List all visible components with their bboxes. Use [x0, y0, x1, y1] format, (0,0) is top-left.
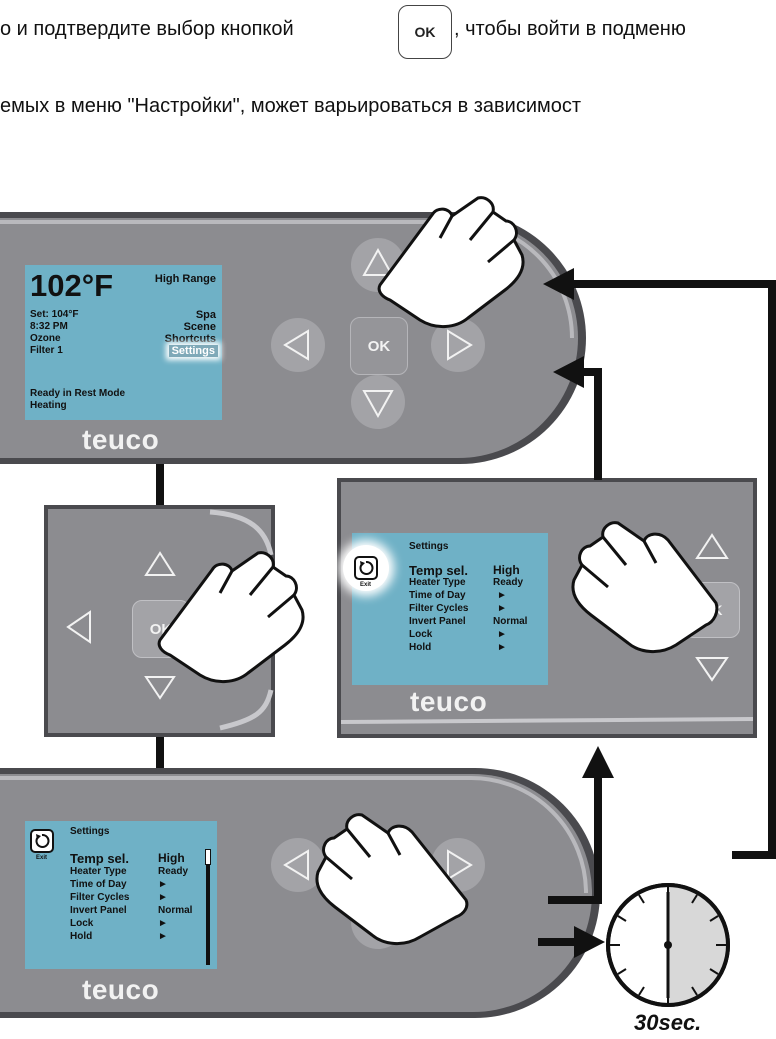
settings-row-label[interactable]: Hold [70, 931, 92, 942]
scrollbar-thumb[interactable] [205, 849, 211, 865]
footer-heating: Heating [30, 400, 67, 411]
exit-icon[interactable] [354, 556, 378, 580]
scrollbar-track[interactable] [206, 849, 210, 965]
settings-row-label[interactable]: Time of Day [70, 879, 127, 890]
settings-row-label[interactable]: Heater Type [70, 866, 127, 877]
undo-arrow-icon [34, 833, 50, 849]
settings-row-value: ► [158, 931, 168, 942]
settings-row-value: ► [497, 603, 507, 614]
timer-label: 30sec. [634, 1010, 701, 1036]
brand-logo-top: teuco [82, 424, 159, 456]
settings-row-value: High [158, 851, 185, 865]
arrow-to-timer-shaft [538, 938, 576, 946]
status-filter: Filter 1 [30, 345, 63, 356]
menu-item-scene[interactable]: Scene [184, 321, 216, 333]
settings-row-value: ► [158, 892, 168, 903]
menu-item-shortcuts[interactable]: Shortcuts [165, 333, 216, 345]
connector-top [156, 462, 164, 510]
top-ok-label: OK [368, 338, 391, 355]
settings-row-value: Normal [493, 616, 527, 627]
status-set-temp: Set: 104°F [30, 309, 78, 320]
settings-row-label[interactable]: Lock [409, 629, 432, 640]
status-time: 8:32 PM [30, 321, 68, 332]
settings-row-label[interactable]: Invert Panel [70, 905, 127, 916]
settings-row-label[interactable]: Heater Type [409, 577, 466, 588]
settings-row-label[interactable]: Time of Day [409, 590, 466, 601]
bottom-settings-screen: Exit Settings Temp sel. High Heater Type… [25, 821, 217, 969]
settings-row-value: Ready [158, 866, 188, 877]
settings-row-value: ► [497, 642, 507, 653]
settings-row-value: ► [497, 629, 507, 640]
settings-row-label[interactable]: Temp sel. [70, 851, 129, 866]
settings-row-label[interactable]: Lock [70, 918, 93, 929]
mid-right-ok-label: OK [702, 602, 723, 618]
arrow-loop-from-timer [732, 851, 776, 859]
exit-icon-bottom[interactable] [30, 829, 54, 853]
temperature-readout: 102°F [30, 268, 113, 304]
undo-arrow-icon [358, 560, 374, 576]
settings-title-mid: Settings [409, 541, 448, 552]
brand-logo-bottom: teuco [82, 974, 159, 1006]
settings-row-label[interactable]: Invert Panel [409, 616, 466, 627]
arrow-head-to-midright [582, 746, 614, 778]
bottom-ok-label: OK [368, 858, 391, 875]
mid-right-ok-button[interactable]: OK [684, 582, 740, 638]
mid-left-ok-button[interactable]: OK [132, 600, 190, 658]
timer-clock-icon [608, 885, 728, 1005]
settings-row-value: ► [158, 918, 168, 929]
mid-left-ok-label: OK [150, 621, 173, 638]
arrow-loop-vertical [768, 280, 776, 855]
exit-label-mid: Exit [360, 582, 371, 588]
menu-item-spa[interactable]: Spa [196, 309, 216, 321]
settings-row-label[interactable]: Filter Cycles [70, 892, 129, 903]
top-ok-button[interactable]: OK [350, 317, 408, 375]
arrow-bottom-horizontal [548, 896, 602, 904]
settings-row-value: ► [158, 879, 168, 890]
bottom-ok-button[interactable]: OK [350, 837, 408, 895]
settings-row-value: High [493, 563, 520, 577]
settings-row-label[interactable]: Filter Cycles [409, 603, 468, 614]
top-screen: 102°F High Range Set: 104°F 8:32 PM Ozon… [25, 265, 222, 420]
arrow-bottom-vertical [594, 775, 602, 904]
arrow-loop-top [570, 280, 776, 288]
arrow-midright-vertical [594, 368, 602, 480]
settings-title-bottom: Settings [70, 826, 109, 837]
exit-label-bottom: Exit [36, 855, 47, 861]
settings-row-label[interactable]: Hold [409, 642, 431, 653]
brand-logo-midright: teuco [410, 686, 487, 718]
menu-item-settings-highlighted[interactable]: Settings [169, 345, 218, 357]
settings-row-value: ► [497, 590, 507, 601]
range-label: High Range [155, 273, 216, 285]
settings-row-value: Ready [493, 577, 523, 588]
footer-ready: Ready in Rest Mode [30, 388, 125, 399]
settings-row-label[interactable]: Temp sel. [409, 563, 468, 578]
settings-row-value: Normal [158, 905, 192, 916]
status-ozone: Ozone [30, 333, 61, 344]
